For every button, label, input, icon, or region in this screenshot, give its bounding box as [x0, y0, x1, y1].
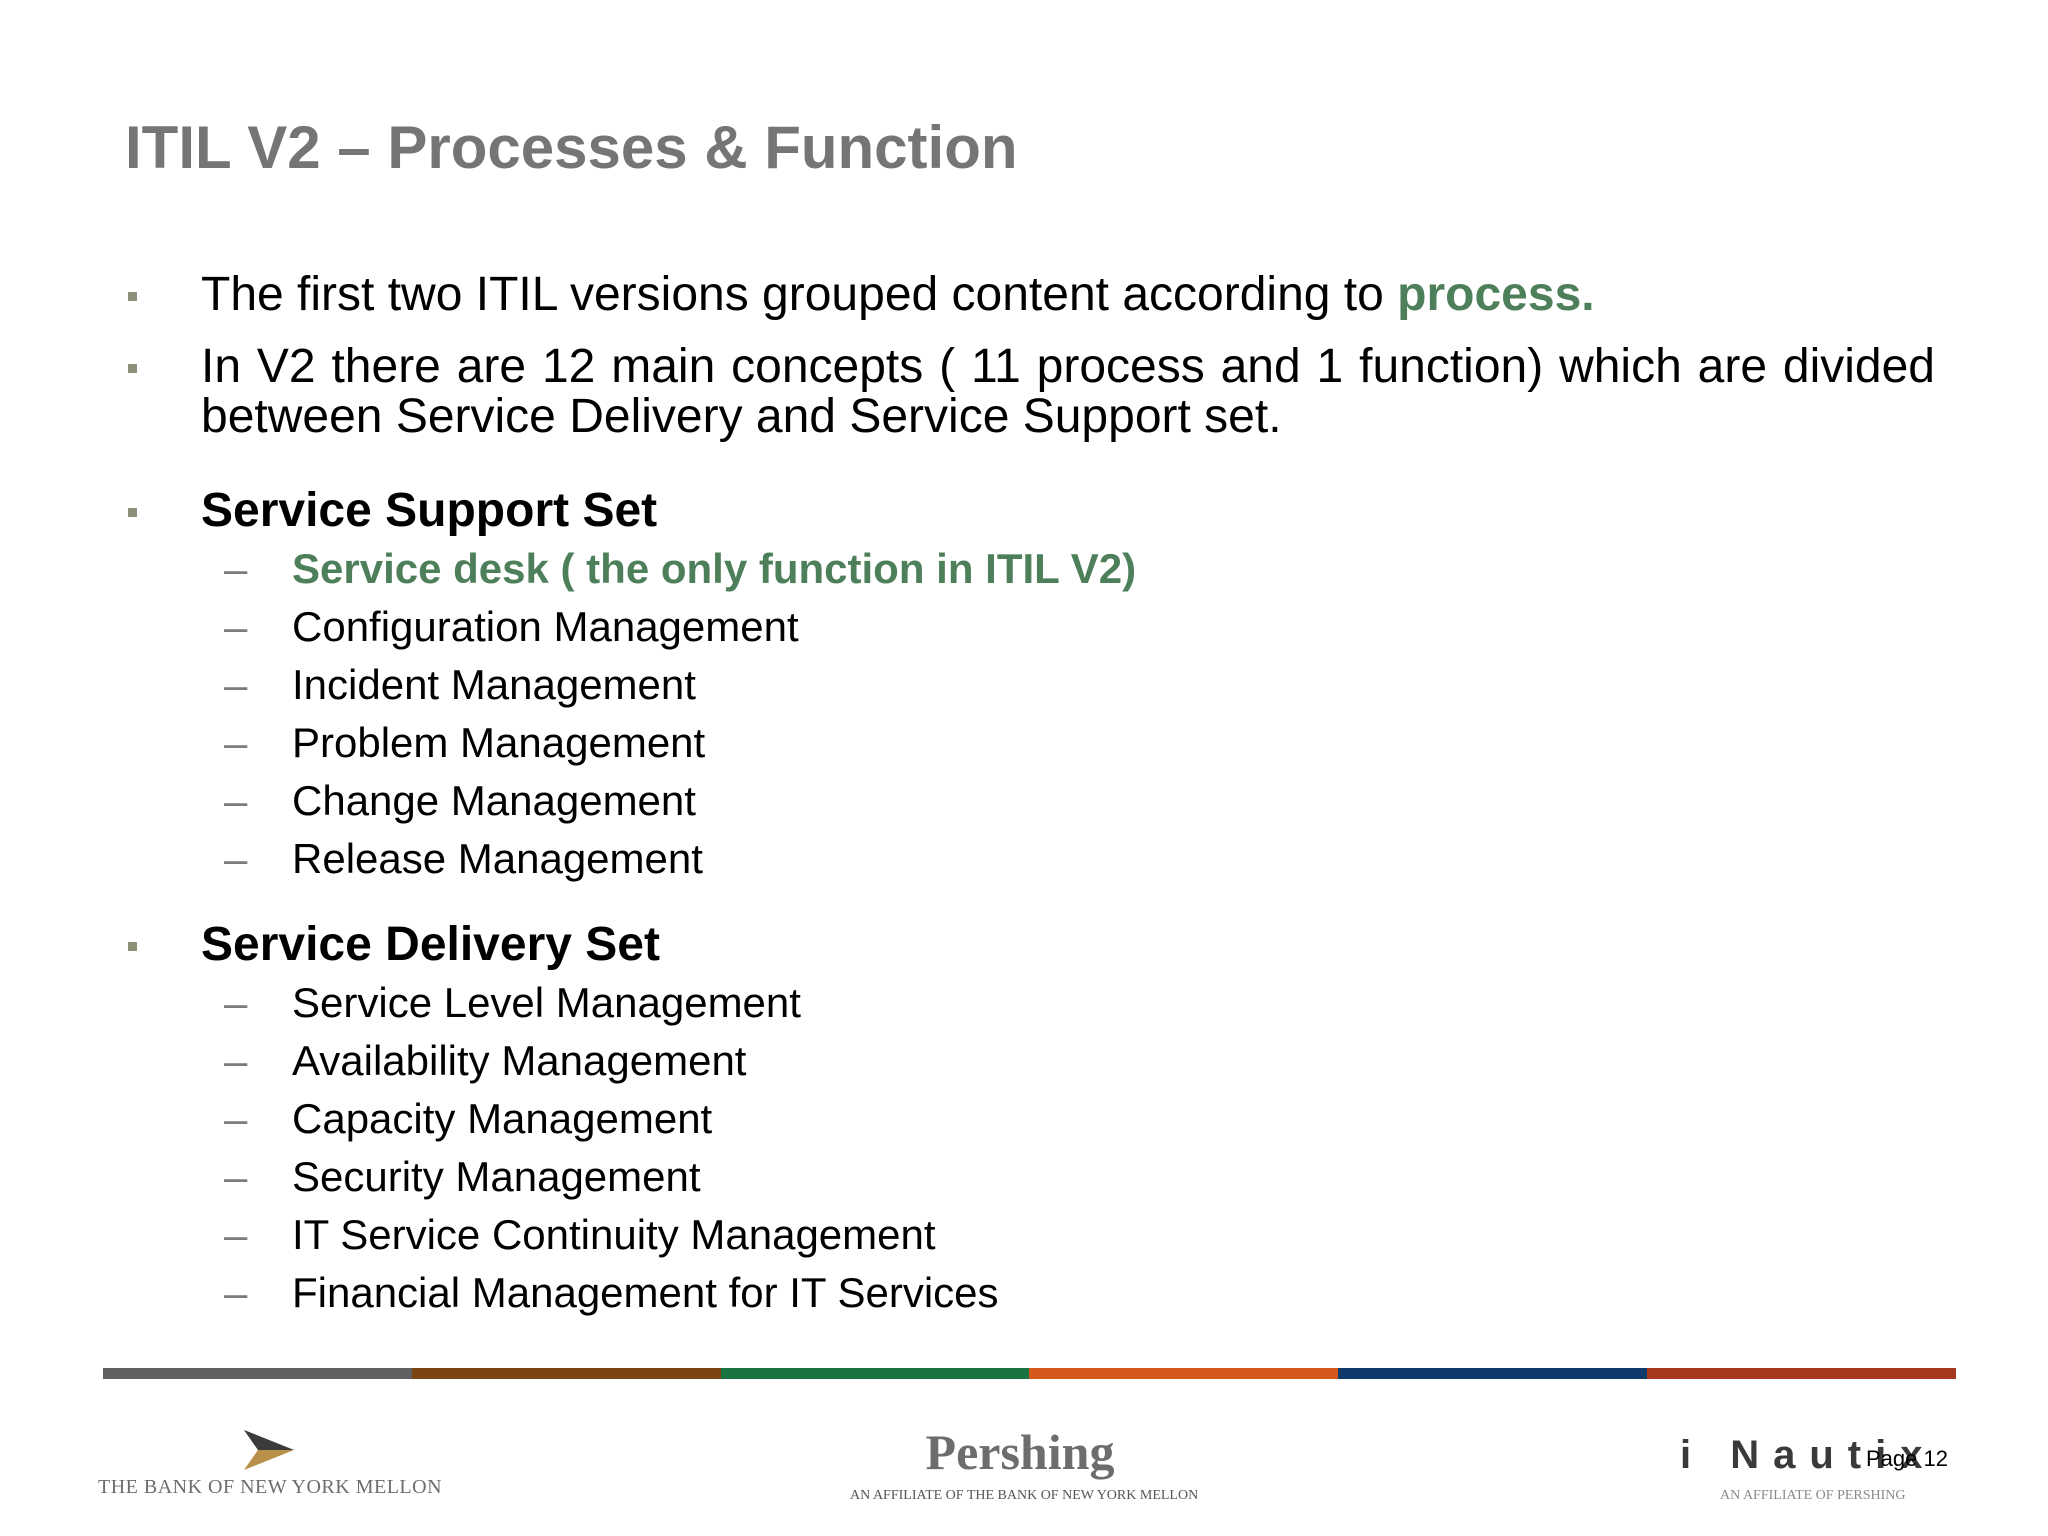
list-item-text: Configuration Management: [292, 603, 799, 650]
list-item: – Release Management: [125, 830, 1935, 888]
list-item: – Service Level Management: [125, 974, 1935, 1032]
square-bullet-icon: [128, 508, 137, 517]
service-support-heading: Service Support Set: [201, 484, 658, 537]
inautix-logo: i Nautix AN AFFILIATE OF PERSHING: [1680, 1430, 1940, 1504]
dash-icon: –: [224, 835, 248, 882]
service-delivery-section: Service Delivery Set – Service Level Man…: [125, 920, 1935, 1322]
list-item-text: Release Management: [292, 835, 703, 882]
service-delivery-heading: Service Delivery Set: [201, 918, 660, 971]
slide-title: ITIL V2 – Processes & Function: [125, 114, 1018, 181]
color-bar-segment: [103, 1368, 412, 1379]
pershing-logo: Pershing AN AFFILIATE OF THE BANK OF NEW…: [850, 1422, 1199, 1504]
dash-icon: –: [224, 1153, 248, 1200]
list-item-text: Financial Management for IT Services: [292, 1269, 999, 1316]
dash-icon: –: [224, 545, 248, 592]
dash-icon: –: [224, 719, 248, 766]
dash-icon: –: [224, 777, 248, 824]
footer: THE BANK OF NEW YORK MELLON Pershing AN …: [0, 1400, 2048, 1536]
dash-icon: –: [224, 1269, 248, 1316]
bullet-emphasis: process.: [1397, 268, 1595, 321]
bny-mellon-text: THE BANK OF NEW YORK MELLON: [98, 1476, 443, 1498]
list-item-text: Capacity Management: [292, 1095, 713, 1142]
service-delivery-list: – Service Level Management – Availabilit…: [125, 974, 1935, 1322]
list-item: – IT Service Continuity Management: [125, 1206, 1935, 1264]
color-bar-segment: [411, 1368, 721, 1379]
dash-icon: –: [224, 979, 248, 1026]
service-support-list: – Service desk ( the only function in IT…: [125, 540, 1935, 888]
list-item-text: Service Level Management: [292, 979, 801, 1026]
service-support-section: Service Support Set – Service desk ( the…: [125, 486, 1935, 888]
square-bullet-icon: [128, 292, 137, 301]
color-bar-segment: [1338, 1368, 1648, 1379]
pershing-name: Pershing: [925, 1424, 1115, 1480]
dash-icon: –: [224, 1095, 248, 1142]
dash-icon: –: [224, 603, 248, 650]
bullet-text: The first two ITIL versions grouped cont…: [201, 268, 1398, 321]
square-bullet-icon: [128, 364, 137, 373]
list-item-text: Service desk ( the only function in ITIL…: [292, 545, 1137, 592]
bullet-text: In V2 there are 12 main concepts ( 11 pr…: [201, 340, 1935, 443]
page-number: Page 12: [1866, 1446, 1948, 1471]
list-item-text: IT Service Continuity Management: [292, 1211, 936, 1258]
list-item: – Capacity Management: [125, 1090, 1935, 1148]
bny-arrow-icon: [244, 1430, 294, 1470]
dash-icon: –: [224, 661, 248, 708]
list-item: – Financial Management for IT Services: [125, 1264, 1935, 1322]
list-item: – Availability Management: [125, 1032, 1935, 1090]
bny-mellon-logo: THE BANK OF NEW YORK MELLON: [98, 1428, 443, 1499]
footer-color-bar: [103, 1368, 1956, 1379]
list-item: – Incident Management: [125, 656, 1935, 714]
list-item-text: Security Management: [292, 1153, 701, 1200]
section-heading: Service Delivery Set: [125, 920, 1935, 970]
list-item-text: Change Management: [292, 777, 696, 824]
square-bullet-icon: [128, 942, 137, 951]
list-item: – Configuration Management: [125, 598, 1935, 656]
color-bar-segment: [1029, 1368, 1339, 1379]
list-item-text: Incident Management: [292, 661, 696, 708]
list-item: – Change Management: [125, 772, 1935, 830]
color-bar-segment: [1647, 1368, 1956, 1379]
bullet-item: The first two ITIL versions grouped cont…: [125, 270, 1935, 320]
dash-icon: –: [224, 1037, 248, 1084]
inautix-name: i Nautix: [1680, 1433, 1937, 1477]
pershing-tagline: AN AFFILIATE OF THE BANK OF NEW YORK MEL…: [850, 1488, 1199, 1503]
inautix-tagline: AN AFFILIATE OF PERSHING: [1720, 1488, 1906, 1503]
slide-content: The first two ITIL versions grouped cont…: [125, 270, 1935, 1322]
list-item-text: Problem Management: [292, 719, 706, 766]
list-item: – Security Management: [125, 1148, 1935, 1206]
list-item-text: Availability Management: [292, 1037, 747, 1084]
list-item: – Service desk ( the only function in IT…: [125, 540, 1935, 598]
dash-icon: –: [224, 1211, 248, 1258]
bullet-item: In V2 there are 12 main concepts ( 11 pr…: [125, 342, 1935, 442]
color-bar-segment: [720, 1368, 1030, 1379]
list-item: – Problem Management: [125, 714, 1935, 772]
section-heading: Service Support Set: [125, 486, 1935, 536]
